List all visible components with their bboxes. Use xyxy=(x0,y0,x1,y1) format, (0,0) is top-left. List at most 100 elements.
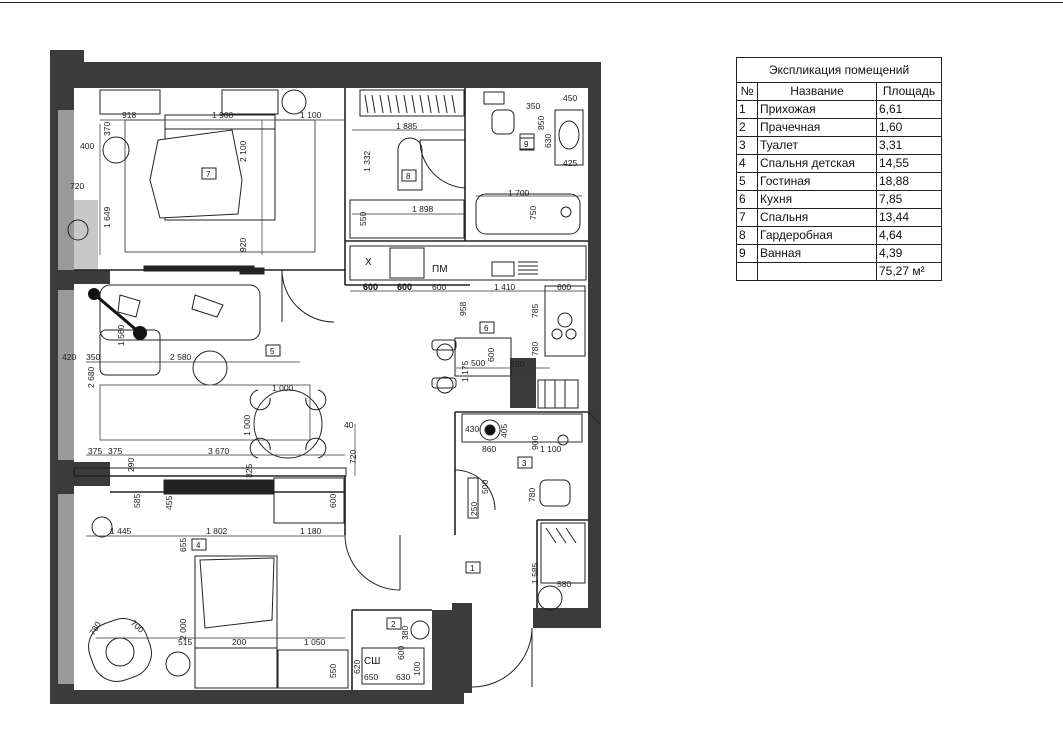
dim-600-d: 600 xyxy=(557,282,571,292)
dim-420: 420 xyxy=(62,352,76,362)
dim-780-b: 780 xyxy=(527,488,537,502)
dim-455: 455 xyxy=(164,496,174,510)
dim-1649: 1 649 xyxy=(102,206,112,228)
dim-370: 370 xyxy=(102,122,112,136)
dim-1802: 1 802 xyxy=(206,526,228,536)
dim-600-g: 600 xyxy=(396,646,406,660)
dim-2580: 2 580 xyxy=(170,352,192,362)
dim-585: 585 xyxy=(132,494,142,508)
dim-1175: 1 175 xyxy=(460,360,470,382)
dim-600-c: 600 xyxy=(432,282,446,292)
fridge-label: Х xyxy=(365,257,372,268)
dim-655: 655 xyxy=(178,538,188,552)
room-tags: 7 8 9 6 5 4 3 1 2 xyxy=(191,137,535,630)
dryer-label: СШ xyxy=(364,656,380,667)
window-living xyxy=(58,290,74,460)
dimension-labels: 918 1 900 1 100 370 400 2 100 720 1 649 … xyxy=(62,93,577,682)
dim-2680: 2 680 xyxy=(86,366,96,388)
window-kids xyxy=(58,494,74,684)
floor-lamp xyxy=(88,288,147,340)
room-name: Спальня детская xyxy=(757,154,877,173)
dim-430: 430 xyxy=(465,424,479,434)
dishwasher-label: ПМ xyxy=(432,264,448,275)
dim-1410: 1 410 xyxy=(494,282,516,292)
room-tag-8: 8 xyxy=(406,172,411,181)
room-name: Прихожая xyxy=(757,100,877,119)
dim-600-f: 600 xyxy=(328,494,338,508)
room-name: Гардеробная xyxy=(757,226,877,245)
dim-500: 500 xyxy=(471,358,485,368)
dim-1885: 1 885 xyxy=(396,121,418,131)
wall-stub-left-mid xyxy=(50,270,110,284)
room-tag-4: 4 xyxy=(196,541,201,550)
dim-720: 720 xyxy=(70,181,84,191)
dim-400: 400 xyxy=(80,141,94,151)
dim-2100: 2 100 xyxy=(238,140,248,162)
top-border-line xyxy=(0,2,1063,3)
dim-990: 990 xyxy=(510,359,524,369)
dim-100: 100 xyxy=(412,662,422,676)
header-number: № xyxy=(736,82,758,101)
dim-580: 580 xyxy=(557,579,571,589)
dim-600-e: 600 xyxy=(486,348,496,362)
wall-bottom xyxy=(50,690,464,704)
dim-290: 290 xyxy=(126,458,136,472)
dim-720-b: 720 xyxy=(348,450,358,464)
window-bedroom xyxy=(58,110,74,270)
total-row: 75,27 м² xyxy=(736,262,942,281)
windows xyxy=(58,110,74,684)
room-tag-5: 5 xyxy=(270,347,275,356)
room-area: 3,31 xyxy=(876,136,942,155)
kids-furniture xyxy=(88,477,349,689)
explication-title: Экспликация помещений xyxy=(736,57,942,83)
room-tag-6: 6 xyxy=(484,324,489,333)
dim-375-b: 375 xyxy=(108,446,122,456)
dim-1445: 1 445 xyxy=(110,526,132,536)
dim-600-a: 600 xyxy=(363,282,378,292)
dim-550: 550 xyxy=(358,212,368,226)
wall-laundry-right xyxy=(432,610,452,690)
walls xyxy=(50,50,601,704)
wall-right xyxy=(588,62,601,622)
dim-780-c: 780 xyxy=(87,619,103,637)
dim-600-b: 600 xyxy=(397,282,412,292)
room-number: 5 xyxy=(736,172,758,191)
room-name: Гостиная xyxy=(757,172,877,191)
dim-40: 40 xyxy=(344,420,354,430)
dim-1898: 1 898 xyxy=(412,204,434,214)
room-number: 3 xyxy=(736,136,758,155)
room-number: 8 xyxy=(736,226,758,245)
kitchen-furniture xyxy=(349,245,587,409)
header-area: Площадь xyxy=(876,82,942,101)
dim-958: 958 xyxy=(458,302,468,316)
dim-2000: 2 000 xyxy=(178,618,188,640)
dim-650: 650 xyxy=(364,672,378,682)
dim-350: 350 xyxy=(526,101,540,111)
dim-550-b: 550 xyxy=(328,664,338,678)
dim-515: 515 xyxy=(178,637,192,647)
dim-450: 450 xyxy=(563,93,577,103)
room-number: 1 xyxy=(736,100,758,119)
header-name: Название xyxy=(757,82,877,101)
radiator-niche xyxy=(74,200,98,270)
wall-top xyxy=(74,62,601,88)
room-area: 6,61 xyxy=(876,100,942,119)
dim-1900: 1 900 xyxy=(212,110,234,120)
room-name: Туалет xyxy=(757,136,877,155)
dim-620: 620 xyxy=(352,660,362,674)
bathroom-furniture xyxy=(475,91,584,235)
dim-1050: 1 050 xyxy=(304,637,326,647)
bedroom-furniture xyxy=(67,89,316,272)
dim-250: 250 xyxy=(469,502,479,516)
dim-3670: 3 670 xyxy=(208,446,230,456)
living-furniture xyxy=(73,267,347,477)
room-number: 9 xyxy=(736,244,758,263)
